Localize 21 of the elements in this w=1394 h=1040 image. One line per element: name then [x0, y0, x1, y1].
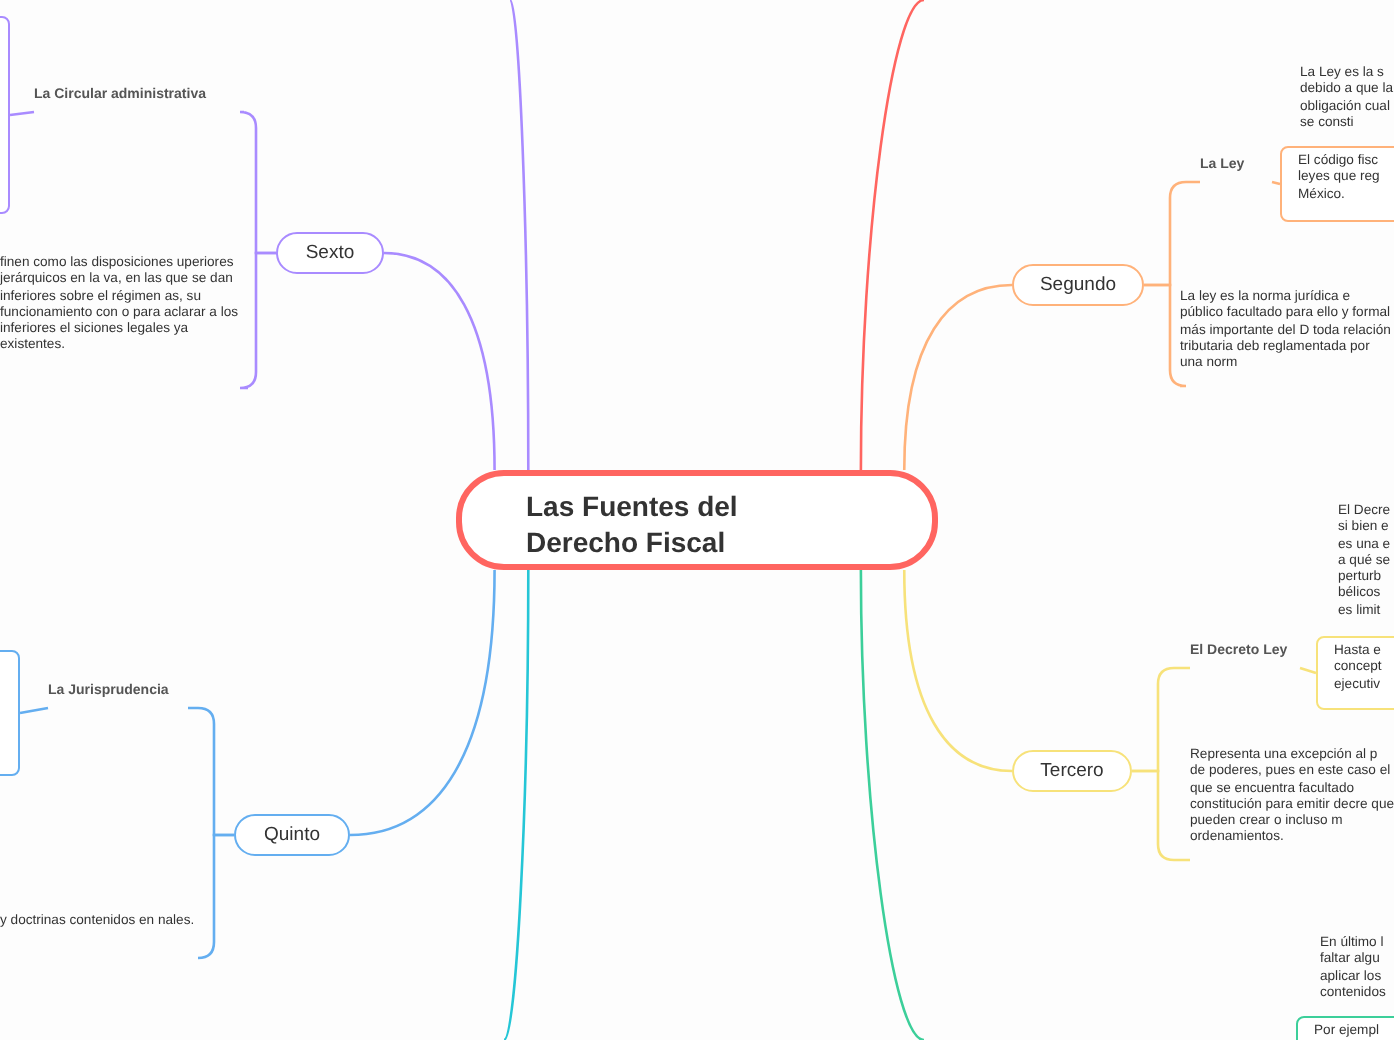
connector-line [19, 706, 49, 715]
topic-pill: Segundo [1012, 264, 1144, 306]
connector-line [902, 569, 1013, 773]
connector-line [502, 570, 530, 1040]
topic-pill: Sexto [276, 232, 384, 274]
topic-pill: Tercero [1012, 750, 1132, 792]
connector-line [1271, 180, 1281, 186]
subtopic-box [1316, 636, 1394, 710]
subtopic-box [1280, 146, 1394, 222]
connector-line [383, 251, 496, 471]
connector-line [859, 0, 925, 470]
connector-line [349, 569, 496, 837]
connector-line [508, 0, 530, 470]
connector-line [859, 570, 925, 1040]
connector-line [902, 283, 1013, 471]
connector-line [1132, 769, 1190, 862]
connector-line [1299, 666, 1317, 675]
central-topic-box: Las Fuentes del Derecho Fiscal [456, 470, 938, 570]
connector-line [196, 833, 234, 960]
connector-line [9, 110, 35, 117]
topic-pill: Quinto [234, 814, 350, 856]
